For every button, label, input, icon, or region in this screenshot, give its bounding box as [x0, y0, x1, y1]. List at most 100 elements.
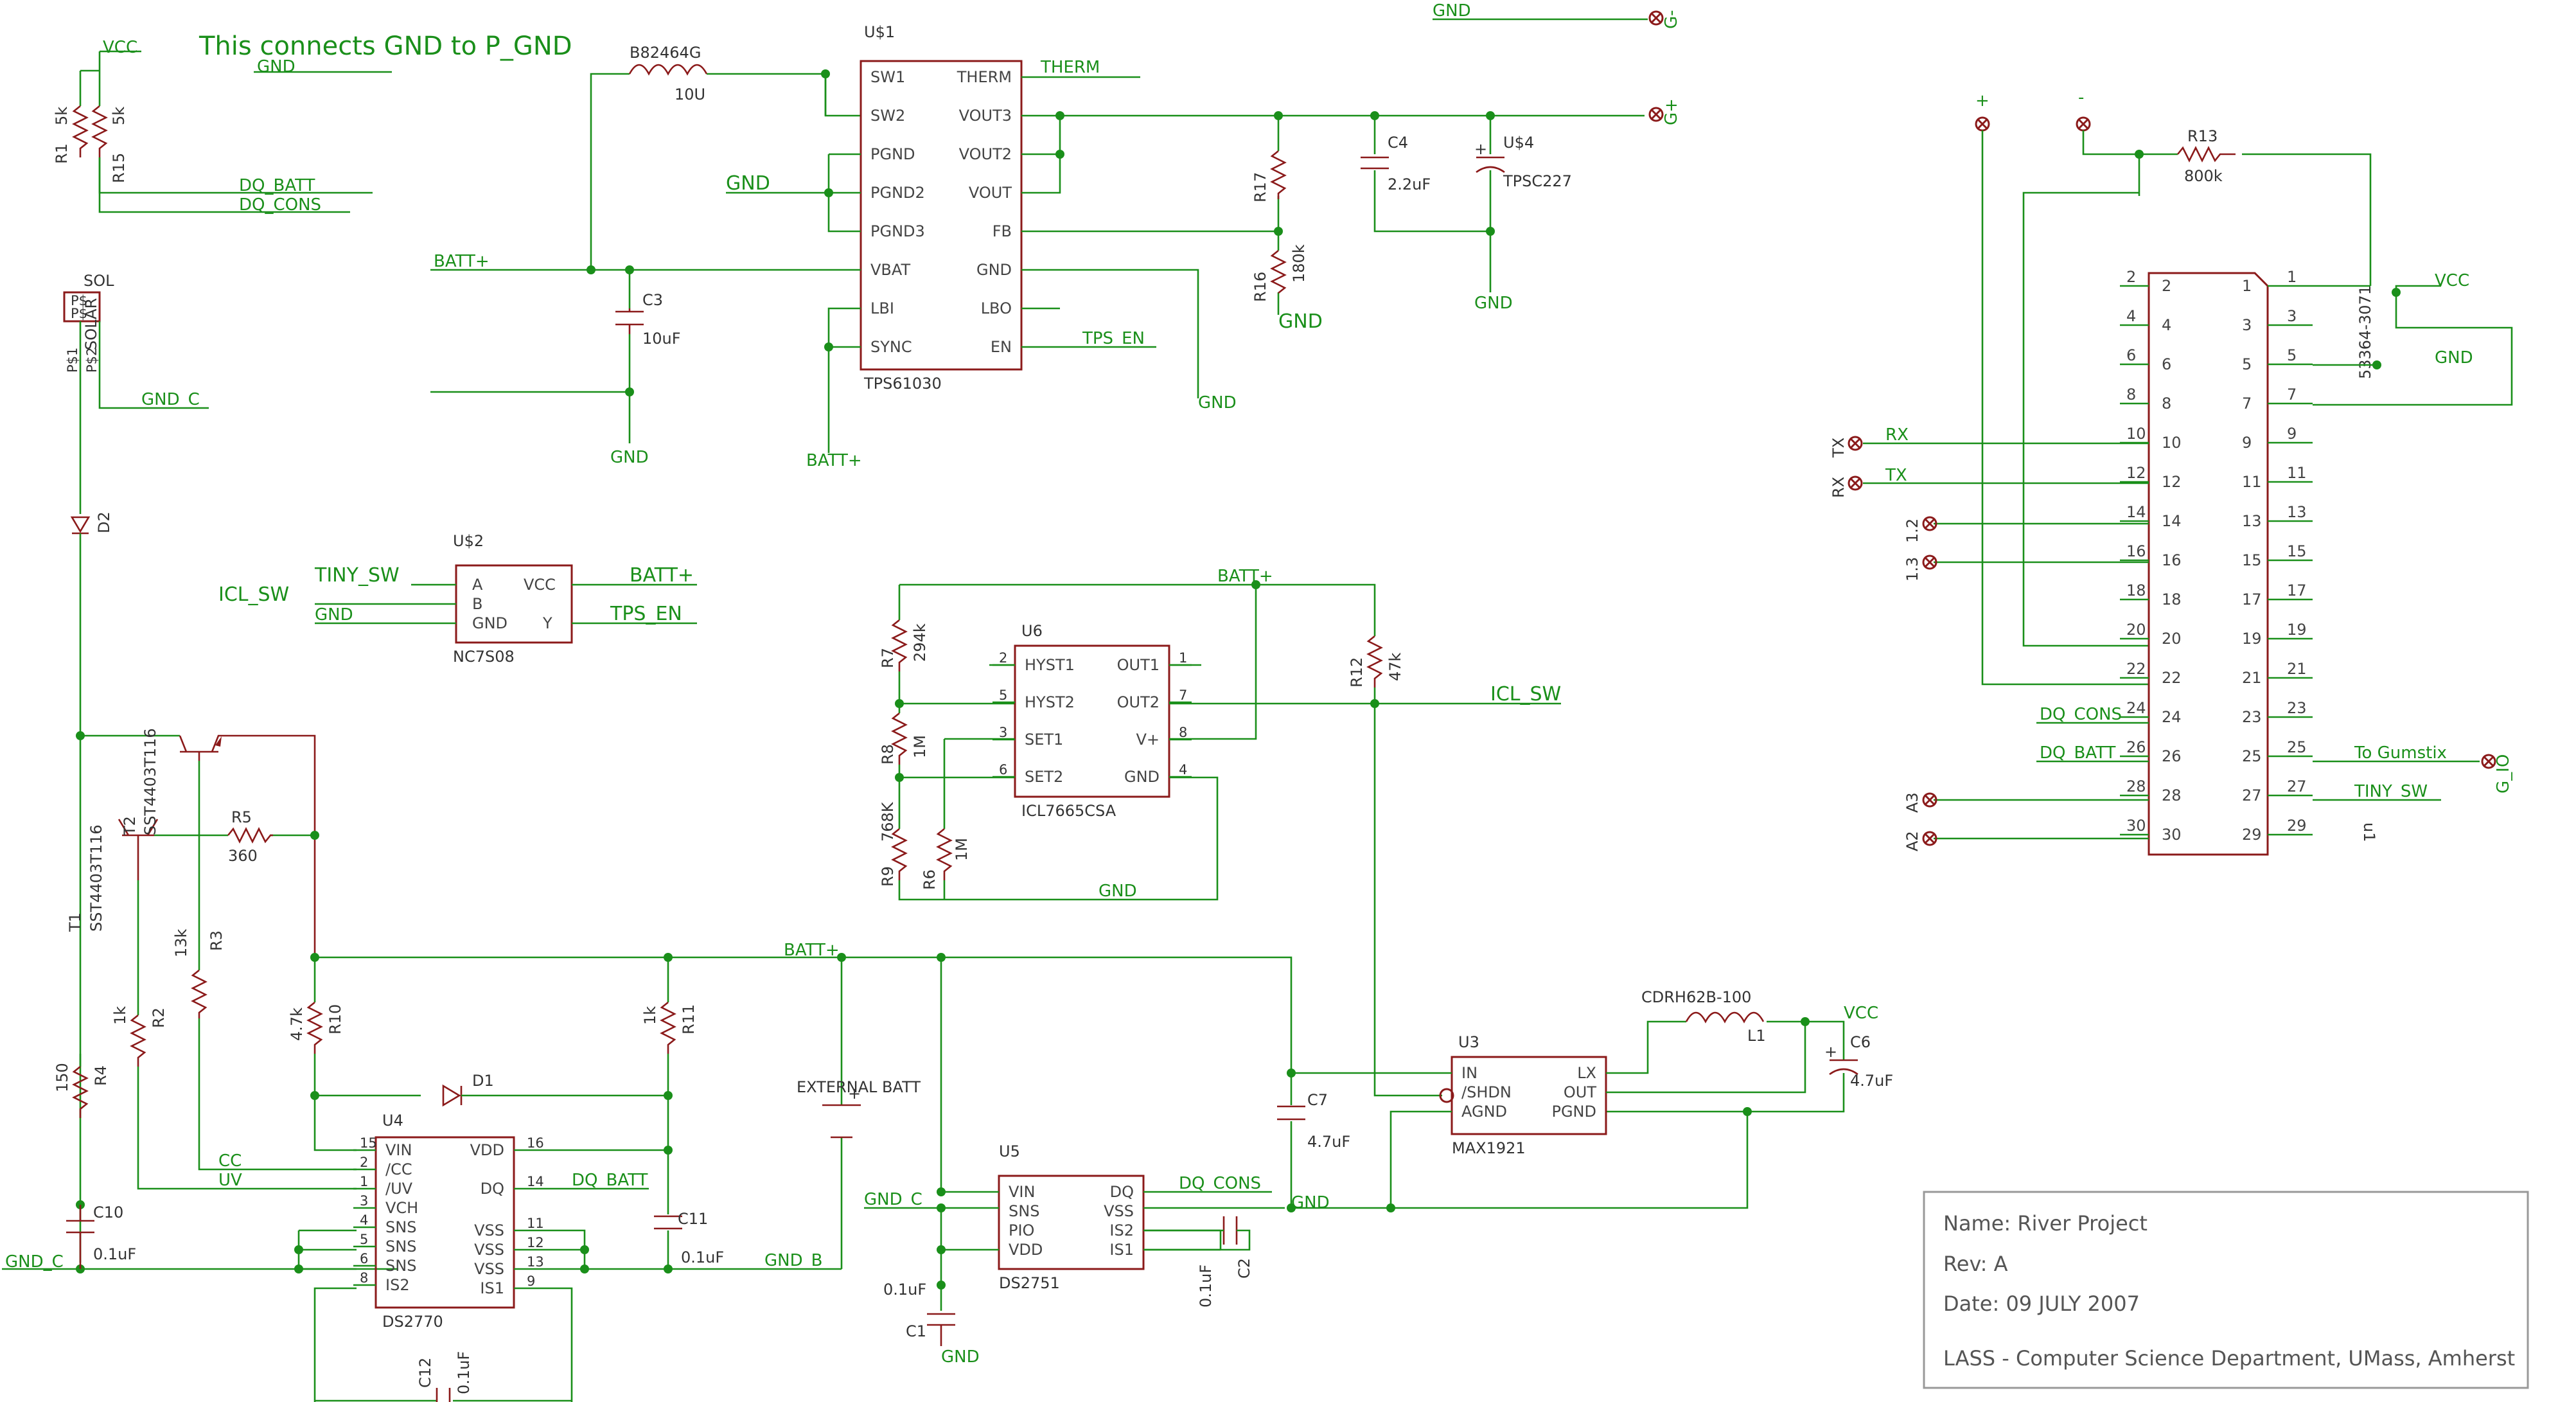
- conn-inner-right-pin: 25: [2242, 747, 2262, 765]
- conn-outer-right-pin: 11: [2287, 464, 2307, 482]
- u5-pin-label: IS2: [1109, 1221, 1134, 1239]
- c6-value: 4.7uF: [1850, 1072, 1893, 1090]
- u3-pin-label: OUT: [1564, 1083, 1596, 1101]
- r17-resistor: [1270, 150, 1287, 199]
- u2-pin-gnd: GND: [472, 614, 507, 632]
- u4-pin-number: 6: [360, 1251, 368, 1266]
- r3-name: R3: [207, 930, 225, 951]
- conn-inner-left-pin: 12: [2162, 473, 2182, 491]
- r5-resistor: [227, 827, 273, 844]
- u6-name: U6: [1021, 622, 1043, 640]
- r9-name: R9: [879, 866, 897, 887]
- r16-value: 180k: [1290, 244, 1308, 283]
- r16-name: R16: [1251, 272, 1269, 302]
- u4-name: U4: [382, 1112, 403, 1130]
- l1-name: L1: [1747, 1027, 1766, 1045]
- r10-value: 4.7k: [288, 1007, 306, 1041]
- conn-outer-right-pin: 17: [2287, 581, 2307, 599]
- conn-inner-left-pin: 6: [2162, 355, 2171, 373]
- u4cap-name: U$4: [1503, 134, 1534, 152]
- gnd-label-u5: GND: [1291, 1193, 1330, 1212]
- side-u1: u1: [2360, 822, 2378, 842]
- r2-resistor: [130, 1014, 146, 1067]
- r4-value: 150: [53, 1063, 71, 1092]
- conn-outer-right-pin: 9: [2287, 425, 2297, 443]
- u4-pin-label: DQ: [481, 1180, 504, 1198]
- u4-ds2770: U4 DS2770 VIN15/CC2/UV1VCH3SNS4SNS5SNS6I…: [353, 1112, 544, 1331]
- conn-outer-right-pin: 13: [2287, 503, 2307, 521]
- conn-outer-right-pin: 5: [2287, 346, 2297, 364]
- c3-capacitor: [615, 308, 644, 334]
- conn-inner-left-pin: 20: [2162, 630, 2182, 648]
- conn-outer-right-pin: 19: [2287, 621, 2307, 639]
- r10-name: R10: [326, 1004, 344, 1034]
- c1-name: C1: [906, 1322, 926, 1340]
- c3-value: 10uF: [642, 330, 681, 348]
- conn-outer-left-pin: 28: [2126, 777, 2146, 795]
- c6-name: C6: [1850, 1033, 1871, 1051]
- u2-pin-b: B: [472, 595, 482, 613]
- u4-pin-label: VCH: [385, 1199, 418, 1217]
- u4-pin-number: 1: [360, 1174, 368, 1189]
- u1-pin-label: FB: [992, 222, 1012, 240]
- conn-outer-right-pin: 3: [2287, 307, 2297, 325]
- r15-value: 5k: [110, 107, 128, 125]
- u3-pin-label: LX: [1577, 1064, 1596, 1082]
- title-rev: Rev: A: [1943, 1252, 2008, 1276]
- therm-label: THERM: [1040, 58, 1100, 77]
- u2-pin-y: Y: [542, 614, 552, 632]
- u5-name: U5: [999, 1142, 1020, 1160]
- u4-pin-label: VIN: [385, 1141, 412, 1159]
- u3-value: MAX1921: [1452, 1139, 1526, 1157]
- gnd-label-conn: GND: [2435, 348, 2473, 368]
- g-plus-connector: G+: [1648, 98, 1681, 125]
- u1-pin-label: VOUT: [969, 184, 1012, 202]
- t1-value: SST4403T116: [87, 824, 105, 932]
- u5-pin-label: VIN: [1009, 1183, 1035, 1201]
- c6-plus: +: [1824, 1043, 1837, 1061]
- r4-name: R4: [92, 1065, 110, 1086]
- batt-label-u2: BATT+: [630, 564, 694, 587]
- u6-pin-label: V+: [1136, 731, 1160, 749]
- dq-cons-label-u5: DQ_CONS: [1179, 1174, 1261, 1193]
- c4-capacitor: [1361, 156, 1389, 170]
- sol-value: SOLAR: [82, 298, 100, 350]
- u6-pin-number: 4: [1179, 762, 1187, 777]
- r17-name: R17: [1251, 172, 1269, 202]
- c12-name: C12: [416, 1358, 434, 1388]
- u4-pin-number: 12: [527, 1235, 544, 1250]
- conn-outer-left-pin: 10: [2126, 425, 2146, 443]
- inductor-b82464g: B82464G 10U: [590, 44, 861, 270]
- r15-resistor: [91, 105, 108, 157]
- batt-label-u1: BATT+: [806, 451, 862, 470]
- sol-name: SOL: [84, 272, 114, 290]
- u6-pin-label: HYST2: [1025, 693, 1075, 711]
- u1-pin-label: VBAT: [870, 261, 910, 279]
- t2-name: T2: [121, 816, 139, 836]
- c10-capacitor: [66, 1205, 94, 1269]
- conn-outer-left-pin: 22: [2126, 660, 2146, 678]
- u1-pin-label: EN: [991, 338, 1012, 356]
- l1-value: CDRH62B-100: [1641, 988, 1751, 1006]
- title-name: Name: River Project: [1943, 1211, 2148, 1236]
- u6-value: ICL7665CSA: [1021, 802, 1116, 820]
- external-battery: + EXTERNAL BATT: [797, 957, 921, 1269]
- gnd-label-top: GND: [257, 57, 296, 76]
- conn-outer-left-pin: 2: [2126, 268, 2136, 286]
- r15-name: R15: [110, 153, 128, 183]
- u4-pin-label: VSS: [474, 1241, 504, 1259]
- side-tx-1: TX: [1830, 438, 1848, 458]
- r12-resistor: [1366, 635, 1383, 688]
- side-rx-1: RX: [1830, 477, 1848, 498]
- conn-inner-left-pin: 14: [2162, 512, 2182, 530]
- u4-pin-number: 8: [360, 1270, 368, 1286]
- r9-resistor: [891, 828, 908, 880]
- conn-outer-right-pin: 1: [2287, 268, 2297, 286]
- r12-value: 47k: [1386, 652, 1404, 681]
- conn-outer-right-pin: 23: [2287, 699, 2307, 717]
- conn-outer-left-pin: 20: [2126, 621, 2146, 639]
- u5-pin-label: PIO: [1009, 1221, 1034, 1239]
- r8-resistor: [891, 712, 908, 765]
